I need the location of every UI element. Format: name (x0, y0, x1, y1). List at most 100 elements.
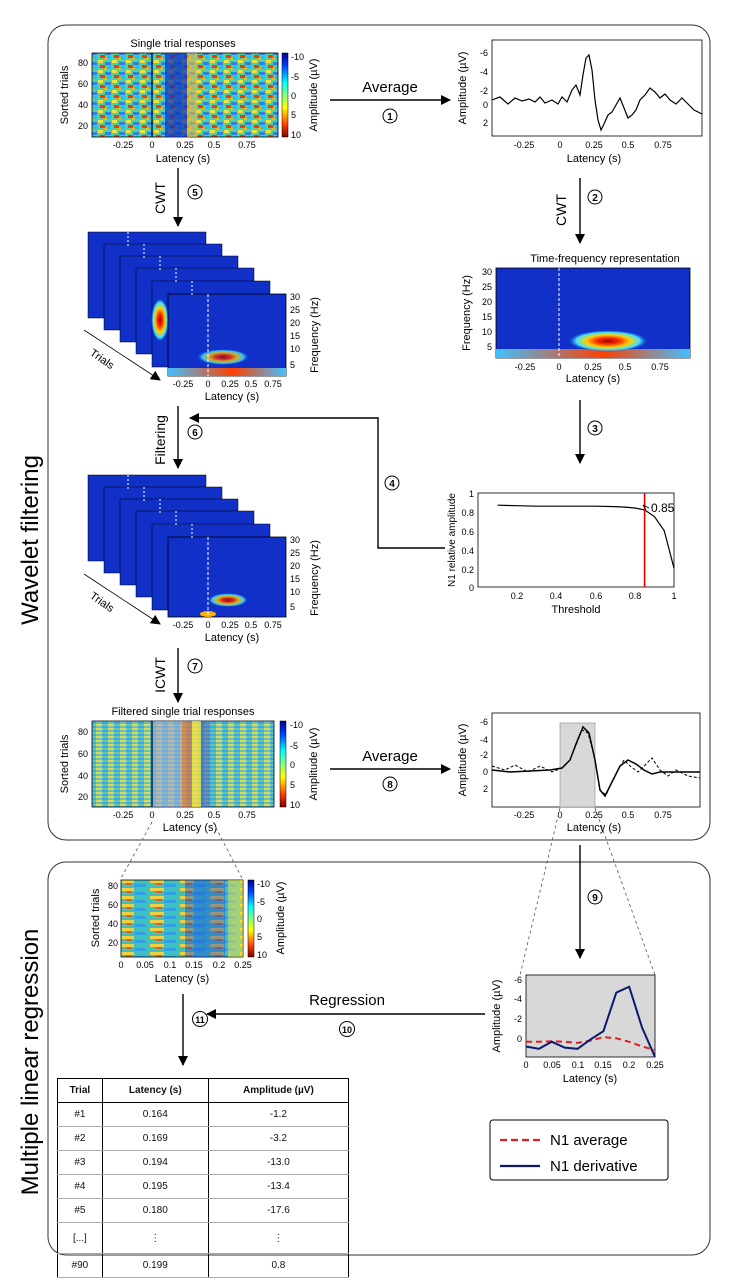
table-row: #90 0.199 0.8 (57, 1253, 349, 1278)
threshold-ytick: 0.4 (461, 546, 474, 556)
average-erp-xtick: 0.5 (622, 140, 635, 150)
trial-stack-ytick: 25 (290, 548, 300, 558)
zoom-trial-ytick: 20 (108, 938, 118, 948)
trial-stack-xtick: 0.5 (245, 379, 258, 389)
trial-cell: #2 (57, 1126, 103, 1151)
zoom-erp-xtick: 0.1 (572, 1060, 585, 1070)
average-filtered-trace (491, 725, 700, 798)
step-11-badge (192, 1011, 208, 1027)
tfr-xtick: -0.25 (515, 362, 536, 372)
trial-cell: #5 (57, 1198, 103, 1223)
average-erp-ylabel: Amplitude (µV) (457, 52, 469, 125)
average-erp-ytick: -2 (480, 86, 488, 96)
zoom-trial-ylabel: Sorted trials (90, 888, 102, 947)
trial-stack-xtick: 0 (205, 379, 210, 389)
colorbar-tick: -5 (257, 897, 265, 907)
threshold-curve (497, 504, 675, 569)
single-trial-xtick: 0.5 (208, 140, 221, 150)
trial-stack-ytick: 20 (290, 561, 300, 571)
trial-cell: #4 (57, 1174, 103, 1199)
threshold-ytick: 0.8 (461, 508, 474, 518)
trial-stack-ytick: 10 (290, 587, 300, 597)
threshold-xtick: 1 (671, 591, 676, 601)
zoom-guide-line (519, 807, 561, 976)
tfr-xlabel: Latency (s) (566, 373, 620, 385)
average-erp-xtick: 0 (557, 140, 562, 150)
table-row: #5 0.180 -17.6 (57, 1198, 349, 1223)
trial-stack-xtick: 0.75 (264, 379, 282, 389)
tfr-ytick: 5 (487, 342, 492, 352)
trial-stack-ylabel: Frequency (Hz) (309, 540, 321, 616)
trial-stack-xtick: 0.5 (245, 620, 258, 630)
step-5-badge (187, 184, 203, 200)
average-erp-xtick: 0.75 (654, 140, 672, 150)
table-row: #3 0.194 -13.0 (57, 1150, 349, 1175)
colorbar-tick: -5 (291, 72, 299, 82)
tfr-ytick: 30 (482, 267, 492, 277)
zoom-trial-xtick: 0.25 (234, 960, 252, 970)
trial-stack-cwt: Trials 30 25 20 15 10 5 Frequency (Hz) -… (83, 231, 321, 403)
average-erp-ytick: 0 (483, 100, 488, 110)
table-header: Latency (s) (101, 1078, 209, 1103)
trials-label: Trials (87, 347, 116, 372)
single-trial-colorbar-label: Amplitude (µV) (308, 59, 320, 132)
legend-average-label: N1 average (550, 1132, 628, 1149)
colorbar-tick: -10 (257, 879, 270, 889)
zoom-trial-xtick: 0.2 (213, 960, 226, 970)
zoom-trial-xtick: 0 (118, 960, 123, 970)
amplitude-cell: -3.2 (207, 1126, 349, 1151)
table-row: #1 0.164 -1.2 (57, 1102, 349, 1127)
zoom-erp-xtick: 0.15 (594, 1060, 612, 1070)
step-7-badge (187, 658, 203, 674)
average-filtered-ytick: 2 (483, 784, 488, 794)
average-filtered-plot: Amplitude (µV) -6 -4 -2 0 2 -0.25 0 0.25… (457, 712, 701, 834)
single-trial-colorbar (281, 52, 289, 138)
colorbar-tick: -5 (290, 741, 298, 751)
zoom-guide-line (119, 821, 153, 881)
trial-stack-ytick: 25 (290, 305, 300, 315)
regression-panel-box (47, 861, 711, 1256)
threshold-xtick: 0.6 (590, 591, 603, 601)
trial-stack-ytick: 30 (290, 535, 300, 545)
step-4-badge (384, 475, 400, 491)
zoom-trial-colorbar-label: Amplitude (µV) (275, 882, 287, 955)
step-4-number: 4 (389, 479, 395, 490)
step-2-number: 2 (592, 193, 598, 204)
zoom-trial-ytick: 80 (108, 881, 118, 891)
average-unfiltered-trace (491, 729, 701, 796)
trial-stack-xlabel: Latency (s) (205, 632, 259, 644)
zoom-guide-line (212, 821, 244, 881)
threshold-plot: 0.85 N1 relative amplitude 1 0.8 0.6 0.4… (447, 489, 677, 616)
threshold-annotation: 0.85 (651, 501, 675, 515)
single-trial-xtick: 0.25 (176, 140, 194, 150)
filtered-trial-xtick: -0.25 (113, 810, 134, 820)
threshold-ylabel: N1 relative amplitude (447, 493, 458, 587)
single-trial-ytick: 20 (78, 121, 88, 131)
zoom-erp-xtick: 0.25 (646, 1060, 664, 1070)
zoom-erp-xtick: 0.2 (623, 1060, 636, 1070)
colorbar-tick: 5 (291, 110, 296, 120)
filtered-trial-xtick: 0.5 (208, 810, 221, 820)
tfr-xtick: 0.25 (584, 362, 602, 372)
single-trial-xtick: 0.75 (238, 140, 256, 150)
trial-stack-ytick: 5 (290, 360, 295, 370)
step-8-label: Average (362, 748, 418, 765)
vertical-dots-icon: ⋮ (101, 1222, 209, 1254)
step-9-number: 9 (592, 893, 598, 904)
step-1-number: 1 (387, 112, 393, 123)
step-1-label: Average (362, 79, 418, 96)
filtered-trial-xtick: 0.25 (176, 810, 194, 820)
filtered-trial-colorbar (279, 720, 287, 808)
zoom-trial-colorbar (247, 879, 255, 958)
trials-label: Trials (87, 590, 116, 615)
tfr-ytick: 15 (482, 312, 492, 322)
table-header: Amplitude (µV) (207, 1078, 349, 1103)
colorbar-tick: 0 (291, 91, 296, 101)
filtered-trial-heatmap: Filtered single trial responses Sorted t… (59, 706, 320, 834)
threshold-ytick: 1 (469, 489, 474, 499)
trial-stack-xtick: 0 (205, 620, 210, 630)
amplitude-cell: -1.2 (207, 1102, 349, 1127)
filtered-trial-ytick: 20 (78, 792, 88, 802)
average-erp-ytick: -4 (480, 67, 488, 77)
average-filtered-xtick: 0 (557, 810, 562, 820)
